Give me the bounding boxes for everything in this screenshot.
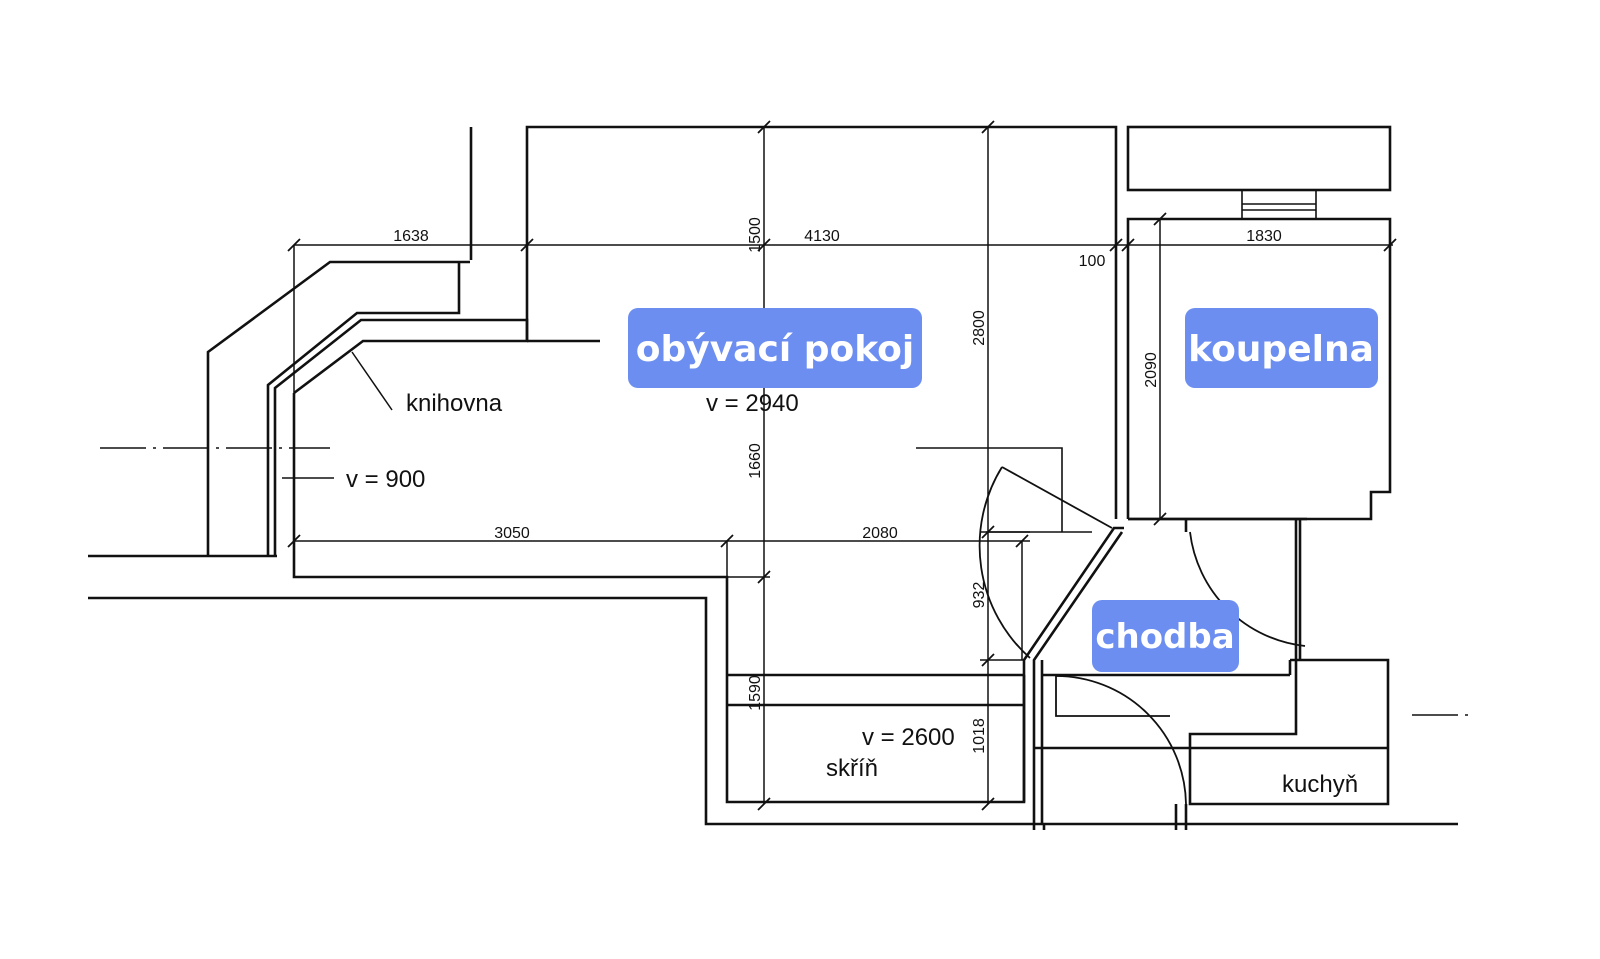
dim-4130: 4130 bbox=[804, 228, 840, 245]
room-tag-bathroom: koupelna bbox=[1185, 308, 1378, 388]
dim-100: 100 bbox=[1079, 253, 1106, 270]
plain-labels: knihovna v = 900 v = 2940 v = 2600 skříň… bbox=[346, 390, 1358, 798]
height-living: v = 2940 bbox=[706, 390, 799, 417]
dim-1018: 1018 bbox=[971, 718, 988, 754]
label-hallway: chodba bbox=[1095, 617, 1234, 657]
label-bathroom: koupelna bbox=[1188, 329, 1374, 370]
dim-932: 932 bbox=[971, 582, 988, 609]
dimension-texts: 1638 4130 100 1830 3050 2080 1500 1660 1… bbox=[393, 217, 1282, 754]
dim-1830: 1830 bbox=[1246, 228, 1282, 245]
label-wardrobe: skříň bbox=[826, 755, 878, 782]
label-bookcase: knihovna bbox=[406, 390, 503, 417]
dim-1638: 1638 bbox=[393, 228, 429, 245]
dim-3050: 3050 bbox=[494, 525, 530, 542]
label-living: obývací pokoj bbox=[636, 329, 915, 370]
room-tag-hallway: chodba bbox=[1092, 600, 1239, 672]
walls bbox=[88, 125, 1458, 830]
height-wardrobe: v = 2600 bbox=[862, 724, 955, 751]
dim-2080: 2080 bbox=[862, 525, 898, 542]
dim-2090: 2090 bbox=[1143, 352, 1160, 388]
dim-1500: 1500 bbox=[747, 217, 764, 253]
axis-lines bbox=[100, 447, 1470, 716]
dim-1590: 1590 bbox=[747, 675, 764, 711]
dim-2800: 2800 bbox=[971, 310, 988, 346]
dimension-lines bbox=[282, 120, 1397, 811]
room-tag-living: obývací pokoj bbox=[628, 308, 922, 388]
height-bookcase: v = 900 bbox=[346, 466, 425, 493]
label-kitchen: kuchyň bbox=[1282, 771, 1358, 798]
dim-1660: 1660 bbox=[747, 443, 764, 479]
